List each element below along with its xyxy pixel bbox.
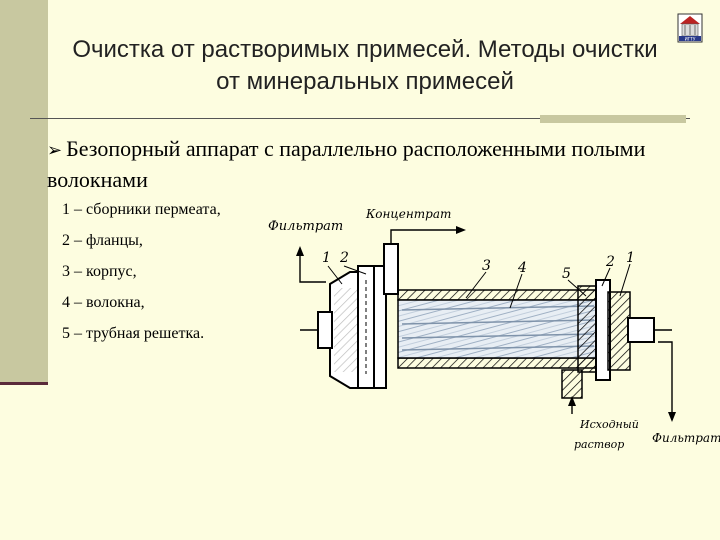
- callout-number: 1: [322, 250, 331, 266]
- legend-label: сборники пермеата,: [86, 201, 221, 218]
- legend-label: волокна,: [86, 294, 145, 311]
- right-filtrate-arrow: [658, 341, 676, 422]
- tube-sheet-and-right-flange: [577, 279, 611, 381]
- callout-number: 1: [626, 250, 635, 266]
- legend-list: 1 – сборники пермеата, 2 – фланцы, 3 – к…: [62, 200, 282, 355]
- concentrate-outlet: [383, 226, 466, 295]
- title-divider: [30, 118, 690, 119]
- right-permeate-collector: [607, 291, 672, 371]
- left-accent-bar: [0, 0, 48, 384]
- legend-number: 1: [62, 201, 70, 218]
- left-accent-underline: [0, 382, 48, 385]
- label-source-line1: Исходный: [579, 418, 639, 431]
- callout-leaders: [327, 263, 631, 309]
- callout-number: 3: [482, 258, 491, 274]
- callout-number: 2: [605, 254, 615, 270]
- heading-text: Безопорный аппарат с параллельно располо…: [47, 136, 646, 192]
- slide-heading: ➢Безопорный аппарат с параллельно распол…: [47, 134, 697, 195]
- page-title: Очистка от растворимых примесей. Методы …: [72, 36, 658, 95]
- legend-item: 4 – волокна,: [62, 294, 145, 311]
- left-filtrate-arrow: [296, 246, 326, 283]
- legend-item: 3 – корпус,: [62, 263, 137, 280]
- bullet-arrow-icon: ➢: [47, 140, 63, 160]
- legend-number: 4: [62, 294, 70, 311]
- title-divider-accent: [540, 115, 686, 123]
- callout-number: 2: [339, 250, 349, 266]
- legend-number: 5: [62, 325, 70, 342]
- legend-item: 5 – трубная решетка.: [62, 325, 205, 342]
- label-filtrate-right: Фильтрат: [652, 431, 720, 445]
- source-inlet: [561, 369, 583, 414]
- svg-text:ИГТУ: ИГТУ: [685, 36, 696, 41]
- module-housing: [397, 289, 599, 369]
- hollow-fiber-module-diagram: Фильтрат Концентрат Исходный раствор Фил…: [268, 207, 720, 451]
- label-source-line2: раствор: [574, 438, 624, 451]
- callout-number: 5: [562, 266, 571, 282]
- legend-label: трубная решетка.: [86, 325, 205, 342]
- left-flange: [357, 265, 387, 389]
- university-logo: ИГТУ: [677, 13, 703, 43]
- label-filtrate-left: Фильтрат: [268, 219, 343, 234]
- legend-label: корпус,: [86, 263, 137, 280]
- legend-item: 1 – сборники пермеата,: [62, 201, 221, 218]
- legend-number: 2: [62, 232, 70, 249]
- legend-label: фланцы,: [86, 232, 143, 249]
- callout-number: 4: [517, 260, 527, 276]
- legend-item: 2 – фланцы,: [62, 232, 143, 249]
- label-concentrate: Концентрат: [365, 207, 451, 221]
- legend-number: 3: [62, 263, 70, 280]
